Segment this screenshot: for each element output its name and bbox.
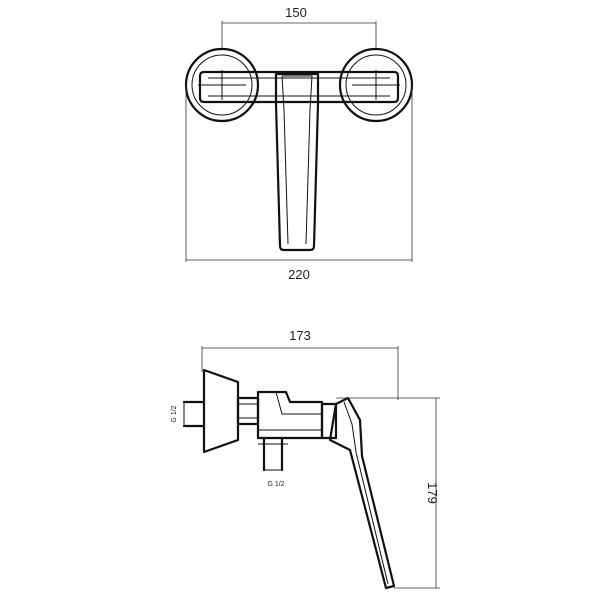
connection-nut (236, 396, 260, 426)
dimension-173: 173 (201, 328, 399, 400)
dimension-220: 220 (185, 85, 413, 282)
thread-label-bottom: G 1/2 (267, 481, 284, 488)
dim-label-173: 173 (289, 328, 311, 343)
wall-rosette-side (202, 368, 240, 454)
thread-label-left: G 1/2 (171, 405, 178, 422)
outlet-bottom: G 1/2 (258, 436, 288, 488)
left-rosette (184, 47, 260, 123)
mixer-body-side (256, 390, 324, 440)
dimension-150: 150 (221, 5, 377, 50)
top-view: 150 (184, 5, 414, 282)
lever-handle-side (328, 396, 396, 590)
lever-handle-top (274, 72, 320, 252)
side-view: 173 G 1/2 (171, 328, 440, 590)
dimension-179: 179 (336, 397, 440, 589)
dim-label-220: 220 (288, 267, 310, 282)
dim-label-150: 150 (285, 5, 307, 20)
cartridge-cap (320, 402, 338, 440)
mixer-body-top (198, 70, 400, 104)
inlet-pipe-left: G 1/2 (171, 400, 206, 428)
right-rosette (338, 47, 414, 123)
dim-label-179: 179 (425, 482, 440, 504)
